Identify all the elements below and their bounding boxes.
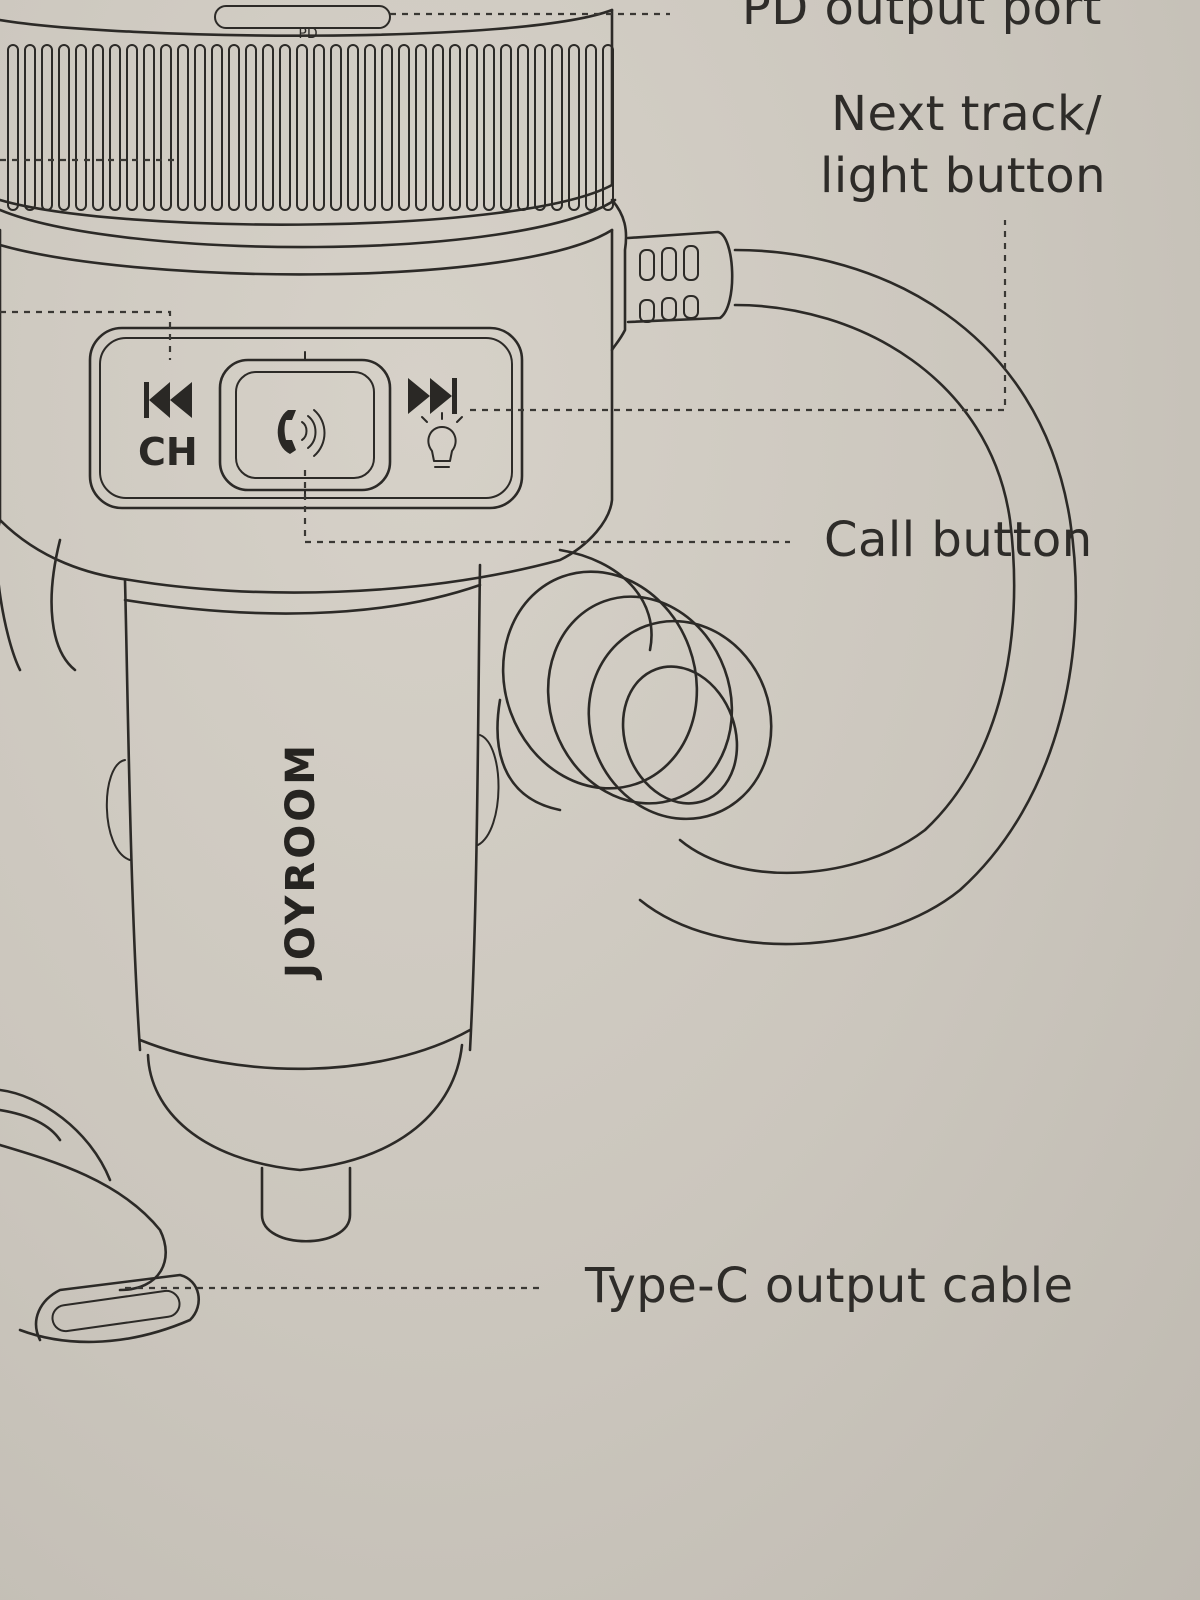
previous-track-icon: [144, 382, 192, 418]
coiled-cable: [496, 248, 1078, 946]
dial-ridge: [517, 44, 529, 211]
dial-ridge: [7, 44, 19, 211]
label-call-button: Call button: [824, 512, 1093, 568]
leader-call-button: [303, 470, 790, 544]
control-body: [0, 198, 628, 594]
dial-ridge: [483, 44, 495, 211]
dial-ridge: [347, 44, 359, 211]
dial-ridge: [58, 44, 70, 211]
dial-ridge: [92, 44, 104, 211]
dial-ridge: [432, 44, 444, 211]
dial-ridge: [24, 44, 36, 211]
plug-body: [0, 518, 500, 1243]
next-track-icon: [408, 378, 457, 414]
port-label: PD: [298, 26, 317, 42]
light-bulb-icon: [421, 412, 463, 468]
dial-ridge: [466, 44, 478, 211]
dial-ridge: [109, 44, 121, 211]
dial-ridge: [262, 44, 274, 211]
dial-ridge: [415, 44, 427, 211]
leader-lines: [0, 12, 1007, 1290]
dial-ridge: [296, 44, 308, 211]
dial-ridge: [41, 44, 53, 211]
dial-ridge: [568, 44, 580, 211]
dial-ridge: [228, 44, 240, 211]
dial-ridge: [398, 44, 410, 211]
label-next-track-line2: light button: [820, 148, 1106, 204]
dial-ridge: [602, 44, 614, 211]
dial-ridge: [245, 44, 257, 211]
dial-ridge: [585, 44, 597, 211]
brand-text: JOYROOM: [278, 741, 324, 979]
dial-ridge: [143, 44, 155, 211]
leader-prev-button: [0, 310, 172, 360]
dial-ridge: [500, 44, 512, 211]
dial-ridge: [211, 44, 223, 211]
knurled-dial: [0, 8, 617, 276]
dial-ridge: [330, 44, 342, 211]
leader-next-track: [470, 220, 1007, 412]
dial-ridge: [364, 44, 376, 211]
dial-ridge: [194, 44, 206, 211]
dial-ridge: [177, 44, 189, 211]
label-type-c-output-cable: Type-C output cable: [585, 1258, 1074, 1314]
dial-ridge: [126, 44, 138, 211]
label-next-track-line1: Next track/: [831, 86, 1102, 142]
dial-ridge: [313, 44, 325, 211]
dial-ridge: [534, 44, 546, 211]
dial-ridge: [381, 44, 393, 211]
label-pd-output-port: PD output port: [741, 0, 1102, 36]
dial-ridge: [449, 44, 461, 211]
phone-call-icon: [277, 409, 326, 457]
cable-strain-relief: [626, 230, 734, 324]
button-panel: [88, 326, 524, 510]
pd-output-port: PD: [214, 5, 391, 42]
dial-ridge: [160, 44, 172, 211]
type-c-connector: [0, 1088, 200, 1344]
dial-ridges: [7, 44, 614, 211]
dial-ridge: [551, 44, 563, 211]
dial-ridge: [279, 44, 291, 211]
dial-ridge: [75, 44, 87, 211]
channel-label: CH: [138, 430, 198, 474]
